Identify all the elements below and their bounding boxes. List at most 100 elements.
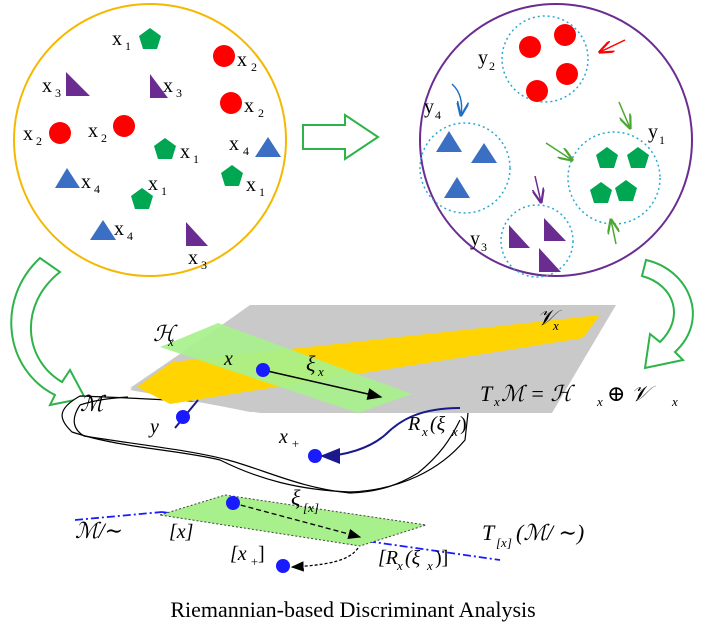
figure-caption: Riemannian-based Discriminant Analysis	[170, 597, 535, 622]
svg-text:(ℳ/ ∼): (ℳ/ ∼)	[516, 520, 584, 545]
green-pentagon-icon	[131, 188, 153, 209]
svg-text:x: x	[23, 123, 33, 145]
red-circle-icon	[519, 36, 541, 58]
svg-text:[x]: [x]	[496, 535, 512, 550]
svg-text:x: x	[42, 75, 52, 97]
svg-text:x: x	[167, 334, 174, 349]
green-pentagon-icon	[615, 180, 637, 201]
quotient-xi-arrow	[232, 502, 362, 539]
red-circle-icon	[213, 45, 235, 67]
svg-text:ℳ: ℳ	[80, 391, 107, 416]
purple-triangle-icon	[509, 225, 530, 248]
quotient-line-left	[74, 511, 163, 521]
svg-text:): )	[460, 413, 467, 435]
purple-triangle-icon	[539, 248, 561, 272]
svg-text:2: 2	[251, 60, 257, 74]
svg-text:1: 1	[259, 185, 265, 199]
svg-text:(ξ: (ξ	[405, 547, 421, 569]
svg-text:x: x	[244, 95, 254, 117]
svg-text:]: ]	[258, 543, 265, 565]
blue-arrow	[451, 83, 462, 115]
svg-text:+: +	[291, 436, 300, 451]
green-arrow	[545, 142, 572, 160]
svg-text:1: 1	[193, 152, 199, 166]
vertical-space-band	[137, 315, 600, 404]
curved-arrow-right	[640, 258, 694, 370]
red-circle-icon	[556, 63, 578, 85]
red-circle-icon	[113, 115, 135, 137]
blue-triangle-icon	[90, 220, 116, 240]
svg-text:4: 4	[435, 108, 441, 122]
svg-text:3: 3	[201, 258, 207, 272]
svg-text:x: x	[278, 426, 288, 448]
green-arrow	[618, 101, 630, 128]
manifold-left-edge	[79, 396, 129, 406]
svg-text:x: x	[426, 558, 433, 573]
svg-text:R: R	[407, 413, 420, 435]
svg-text:2: 2	[101, 131, 107, 145]
retraction-curve	[320, 407, 461, 464]
svg-text:y: y	[478, 47, 488, 69]
svg-text:x: x	[396, 558, 403, 573]
red-circle-icon	[554, 24, 576, 46]
svg-text:ξ: ξ	[291, 485, 301, 510]
svg-text:3: 3	[176, 86, 182, 100]
svg-text:y: y	[148, 416, 159, 438]
red-circle-icon	[220, 92, 242, 114]
svg-text:y: y	[424, 96, 434, 118]
svg-text:2: 2	[258, 106, 264, 120]
svg-text:x: x	[451, 424, 458, 439]
svg-text:x: x	[114, 218, 124, 240]
svg-text:2: 2	[489, 59, 495, 73]
purple-arrow	[535, 175, 541, 202]
svg-text:y: y	[470, 228, 480, 250]
green-arrow	[611, 220, 616, 245]
point-y	[176, 410, 190, 424]
xi-vector-arrow	[262, 369, 383, 400]
svg-text:4: 4	[127, 229, 133, 243]
svg-text:⊕ 𝒱: ⊕ 𝒱	[607, 381, 656, 406]
svg-text:x: x	[596, 394, 603, 409]
svg-text:T: T	[482, 520, 496, 545]
svg-text:4: 4	[243, 144, 249, 158]
svg-text:[x: [x	[230, 543, 247, 565]
svg-text:x: x	[112, 28, 122, 50]
blue-triangle-icon	[55, 168, 80, 188]
green-pentagon-icon	[221, 165, 243, 186]
svg-text:ℳ/∼: ℳ/∼	[75, 518, 123, 543]
quotient-space: ℳ/∼ [x] ξ [x] [x + ] [R x (ξ x )] T [x] …	[74, 485, 584, 573]
svg-text:(ξ: (ξ	[430, 413, 446, 435]
red-arrow	[600, 39, 626, 52]
svg-text:1: 1	[659, 133, 665, 147]
purple-triangle-icon	[186, 222, 208, 246]
point-x-class	[226, 496, 240, 510]
svg-text:x: x	[493, 394, 500, 409]
green-pentagon-icon	[596, 147, 618, 168]
blue-triangle-icon	[444, 177, 470, 198]
purple-triangle-icon	[150, 74, 168, 98]
svg-text:3: 3	[55, 86, 61, 100]
svg-text:)]: )]	[435, 547, 448, 569]
svg-text:x: x	[229, 133, 239, 155]
manifold-surface	[61, 394, 471, 493]
quotient-line	[161, 511, 501, 561]
blue-triangle-icon	[471, 143, 497, 163]
point-x	[256, 363, 270, 377]
svg-text:ξ: ξ	[306, 351, 316, 376]
purple-triangle-icon	[66, 72, 90, 96]
svg-text:x: x	[188, 247, 198, 269]
red-circle-icon	[49, 122, 71, 144]
svg-text:x: x	[180, 141, 190, 163]
svg-text:x: x	[421, 424, 428, 439]
